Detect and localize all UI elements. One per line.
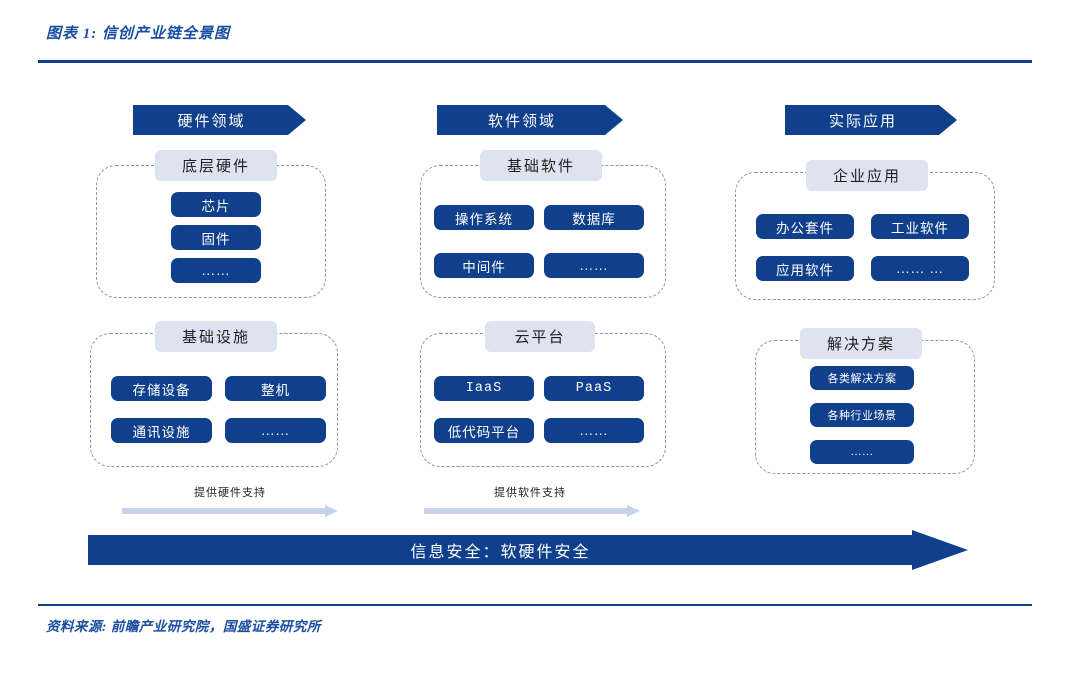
figure-source: 资料来源: 前瞻产业研究院，国盛证券研究所	[46, 619, 321, 634]
banner-software-domain[interactable]: 软件领域	[437, 105, 623, 135]
bottom-rule	[38, 604, 1032, 606]
chip-middleware[interactable]: 中间件	[434, 253, 534, 278]
chip-whole-machine[interactable]: 整机	[225, 376, 326, 401]
chip-more-enterprise[interactable]: …… …	[871, 256, 969, 281]
bottom-arrow-label: 信息安全：软硬件安全	[410, 544, 591, 561]
top-rule	[38, 60, 1032, 63]
group-title-enterprise-application: 企业应用	[806, 160, 928, 191]
chip-application-software[interactable]: 应用软件	[756, 256, 854, 281]
group-title-basic-software: 基础软件	[480, 150, 602, 181]
chip-more-hardware[interactable]: ……	[171, 258, 261, 283]
group-title-underlying-hardware: 底层硬件	[155, 150, 277, 181]
bottom-arrow-tip-icon	[912, 530, 968, 570]
support-arrow-hardware-label: 提供硬件支持	[194, 487, 266, 499]
chip-database[interactable]: 数据库	[544, 205, 644, 230]
banner-practical-application-label: 实际应用	[828, 113, 897, 130]
chip-low-code-platform[interactable]: 低代码平台	[434, 418, 534, 443]
chip-paas[interactable]: PaaS	[544, 376, 644, 401]
group-title-cloud-platform: 云平台	[485, 321, 595, 352]
support-arrow-software	[424, 505, 640, 517]
chip-more-infrastructure[interactable]: ……	[225, 418, 326, 443]
chip-more-cloud[interactable]: ……	[544, 418, 644, 443]
chip-more-solution[interactable]: ……	[810, 440, 914, 464]
chip-industrial-software[interactable]: 工业软件	[871, 214, 969, 239]
banner-hardware-domain-label: 硬件领域	[177, 113, 246, 130]
bottom-arrow-body	[88, 535, 913, 565]
support-arrow-hardware	[122, 505, 338, 517]
banner-practical-application[interactable]: 实际应用	[785, 105, 957, 135]
bottom-arrow-information-security[interactable]: 信息安全：软硬件安全	[88, 530, 968, 570]
chip-iaas[interactable]: IaaS	[434, 376, 534, 401]
chip-operating-system[interactable]: 操作系统	[434, 205, 534, 230]
chip-communication-facility[interactable]: 通讯设施	[111, 418, 212, 443]
chip-office-suite[interactable]: 办公套件	[756, 214, 854, 239]
chip-various-industry-scenarios[interactable]: 各种行业场景	[810, 403, 914, 427]
chip-more-software[interactable]: ……	[544, 253, 644, 278]
group-title-solution: 解决方案	[800, 328, 922, 359]
chip-various-solutions[interactable]: 各类解决方案	[810, 366, 914, 390]
chip-storage-device[interactable]: 存储设备	[111, 376, 212, 401]
figure-title: 图表 1: 信创产业链全景图	[46, 26, 230, 42]
chip-chip[interactable]: 芯片	[171, 192, 261, 217]
banner-hardware-domain[interactable]: 硬件领域	[133, 105, 306, 135]
banner-software-domain-label: 软件领域	[487, 113, 556, 130]
chip-firmware[interactable]: 固件	[171, 225, 261, 250]
support-arrow-software-label: 提供软件支持	[494, 487, 566, 499]
group-box-basic-software	[420, 165, 666, 298]
group-title-infrastructure: 基础设施	[155, 321, 277, 352]
